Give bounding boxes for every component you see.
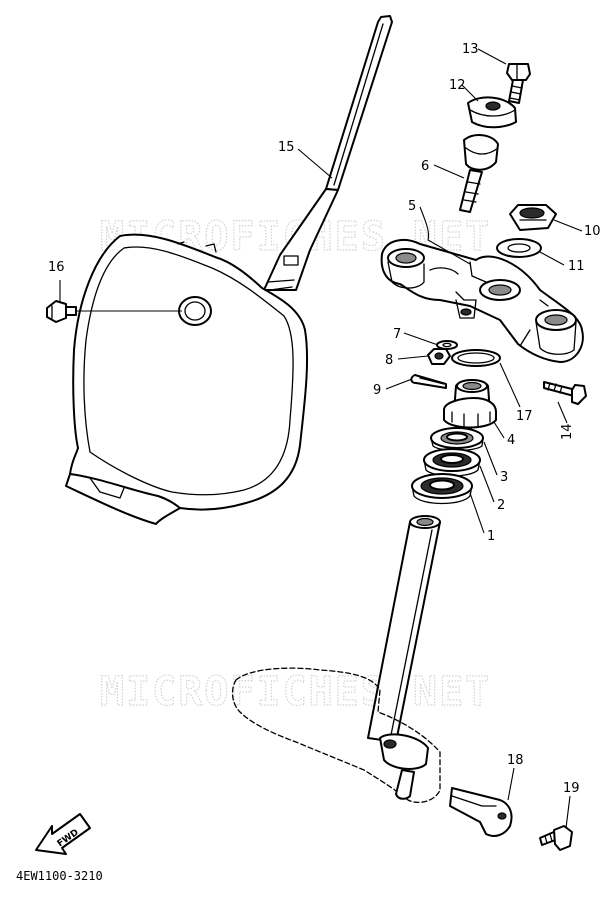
steering-nut-part-10[interactable] (509, 204, 557, 231)
number-plate-part-15[interactable] (65, 15, 393, 525)
ring-nut-part-4[interactable] (443, 379, 497, 429)
upper-bracket-part-5[interactable] (380, 238, 584, 363)
nut-part-8[interactable] (427, 348, 451, 365)
callout-16: 16 (48, 260, 65, 275)
o-ring-part-17[interactable] (451, 349, 501, 367)
handlebar-cap-part-12[interactable] (467, 96, 517, 129)
cotter-pin-part-9[interactable] (410, 374, 447, 389)
callout-11: 11 (568, 259, 585, 274)
callout-9: 9 (373, 383, 381, 398)
handlebar-holder-part-6[interactable] (459, 134, 499, 213)
callout-19: 19 (563, 781, 580, 796)
forward-direction-arrow: FWD (35, 813, 91, 855)
callout-5: 5 (408, 199, 416, 214)
callout-7: 7 (393, 327, 401, 342)
callout-2: 2 (497, 498, 505, 513)
callout-6: 6 (421, 159, 429, 174)
pinch-bolt-part-14[interactable] (543, 381, 587, 405)
drawing-code: 4EW1100-3210 (16, 869, 103, 883)
callout-15: 15 (278, 140, 295, 155)
leader-lines (59, 48, 583, 829)
bearing-race-part-1[interactable] (411, 473, 473, 505)
callout-1: 1 (487, 529, 495, 544)
callout-13: 13 (462, 42, 479, 57)
steering-stem[interactable] (231, 515, 441, 804)
bolt-part-19[interactable] (539, 825, 573, 851)
bearing-part-2[interactable] (423, 448, 481, 477)
watermark-bottom: MICROFICHES.NET (100, 669, 491, 715)
callout-10: 10 (584, 224, 601, 239)
callout-8: 8 (385, 353, 393, 368)
callout-labels: 13 12 6 5 10 11 15 16 7 8 9 17 14 4 3 2 … (48, 42, 601, 796)
callout-3: 3 (500, 470, 508, 485)
callout-18: 18 (507, 753, 524, 768)
washer-part-7[interactable] (436, 340, 458, 350)
callout-12: 12 (449, 78, 466, 93)
bolt-part-13[interactable] (506, 63, 531, 104)
callout-14: 14 (560, 423, 575, 440)
holder-part-18[interactable] (449, 787, 513, 837)
screw-part-16[interactable] (46, 300, 77, 323)
dust-seal-part-3[interactable] (430, 427, 484, 452)
callout-17: 17 (516, 409, 533, 424)
callout-4: 4 (507, 433, 515, 448)
washer-part-11[interactable] (496, 238, 542, 258)
